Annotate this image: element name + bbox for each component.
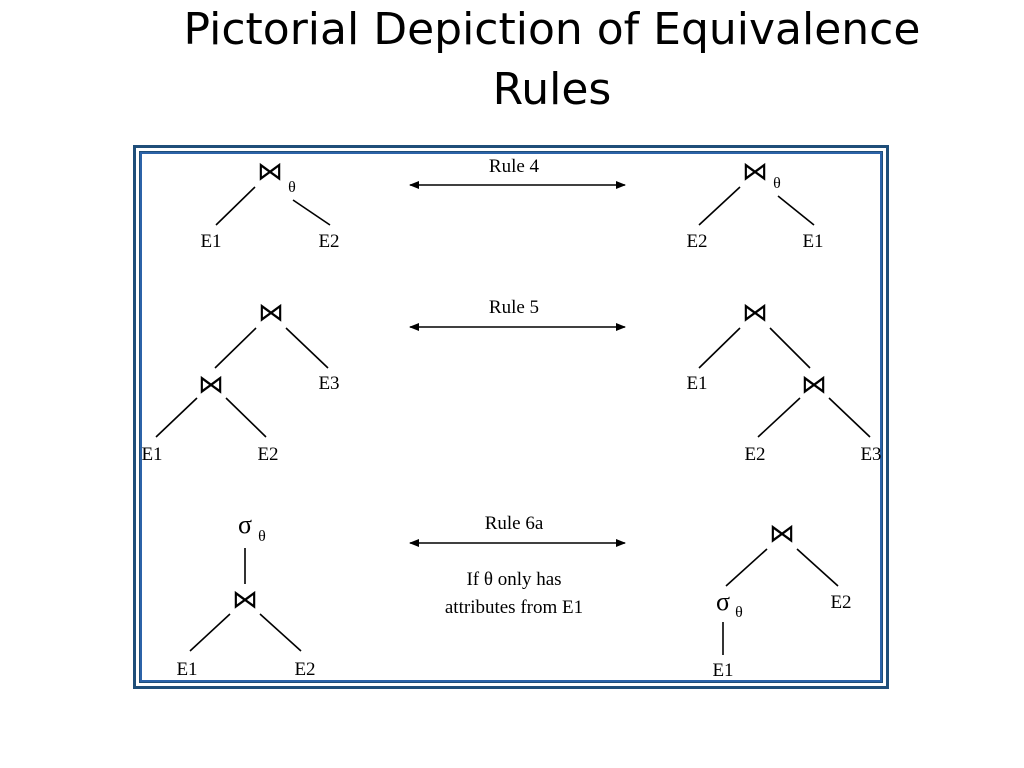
leaf-label: E1 [712, 660, 733, 681]
rule-5-right-tree: ⋈ E1 ⋈ E2 E3 [686, 298, 881, 465]
rule-4-left-tree: ⋈ θ E1 E2 [200, 157, 339, 252]
leaf-label: E1 [176, 659, 197, 680]
sigma-node: σ [238, 510, 252, 539]
figure-frame [133, 145, 889, 689]
tree-edge [698, 327, 741, 369]
tree-edge [215, 186, 256, 226]
tree-edge [292, 199, 331, 226]
leaf-label: E2 [830, 592, 851, 613]
join-node: ⋈ [257, 157, 283, 186]
leaf-label: E3 [860, 444, 881, 465]
join-node: ⋈ [198, 370, 224, 399]
theta-subscript: θ [258, 528, 266, 545]
tree-edge [225, 397, 267, 438]
leaf-label: E2 [686, 231, 707, 252]
tree-edge [285, 327, 329, 369]
rule-label: Rule 5 [489, 297, 539, 318]
rule-5-left-tree: ⋈ ⋈ E3 E1 E2 [141, 298, 339, 465]
tree-edge [828, 397, 871, 438]
rule-5-group: ⋈ ⋈ E3 E1 E2 Rule 5 ⋈ E1 ⋈ E2 E3 [141, 297, 881, 465]
tree-edge [769, 327, 811, 369]
tree-edge [214, 327, 257, 369]
tree-edge [796, 548, 839, 587]
join-node: ⋈ [801, 370, 827, 399]
rule-6a-group: σ θ ⋈ E1 E2 Rule 6a If θ only has attrib… [176, 510, 851, 681]
tree-edge [777, 195, 815, 226]
tree-edge [189, 613, 231, 652]
join-node: ⋈ [258, 298, 284, 327]
sigma-node: σ [716, 587, 730, 616]
rule-label: Rule 4 [489, 156, 540, 177]
rule-4-group: ⋈ θ E1 E2 Rule 4 ⋈ θ E2 E1 [200, 156, 823, 252]
rule-condition-line: attributes from E1 [445, 597, 583, 618]
join-node: ⋈ [232, 585, 258, 614]
tree-edge [155, 397, 198, 438]
slide-title-text: Pictorial Depiction of Equivalence Rules [183, 4, 921, 115]
leaf-label: E1 [686, 373, 707, 394]
theta-subscript: θ [735, 604, 743, 621]
join-node: ⋈ [742, 157, 768, 186]
leaf-label: E2 [257, 444, 278, 465]
tree-edge [725, 548, 768, 587]
slide-title: Pictorial Depiction of Equivalence Rules [120, 0, 984, 120]
leaf-label: E1 [802, 231, 823, 252]
rule-6a-left-tree: σ θ ⋈ E1 E2 [176, 510, 315, 680]
leaf-label: E1 [200, 231, 221, 252]
theta-subscript: θ [773, 175, 781, 192]
tree-edge [698, 186, 741, 226]
leaf-label: E3 [318, 373, 339, 394]
join-node: ⋈ [742, 298, 768, 327]
tree-edge [259, 613, 302, 652]
theta-subscript: θ [288, 179, 296, 196]
rule-6a-right-tree: ⋈ σ θ E2 E1 [712, 519, 851, 681]
leaf-label: E2 [318, 231, 339, 252]
rule-6a-arrow: Rule 6a If θ only has attributes from E1 [409, 513, 626, 618]
leaf-label: E2 [744, 444, 765, 465]
rule-label: Rule 6a [485, 513, 544, 534]
rule-4-arrow: Rule 4 [409, 156, 626, 189]
tree-edge [757, 397, 801, 438]
leaf-label: E1 [141, 444, 162, 465]
rule-4-right-tree: ⋈ θ E2 E1 [686, 157, 823, 252]
leaf-label: E2 [294, 659, 315, 680]
rule-condition-line: If θ only has [466, 569, 561, 590]
join-node: ⋈ [769, 519, 795, 548]
rule-5-arrow: Rule 5 [409, 297, 626, 331]
